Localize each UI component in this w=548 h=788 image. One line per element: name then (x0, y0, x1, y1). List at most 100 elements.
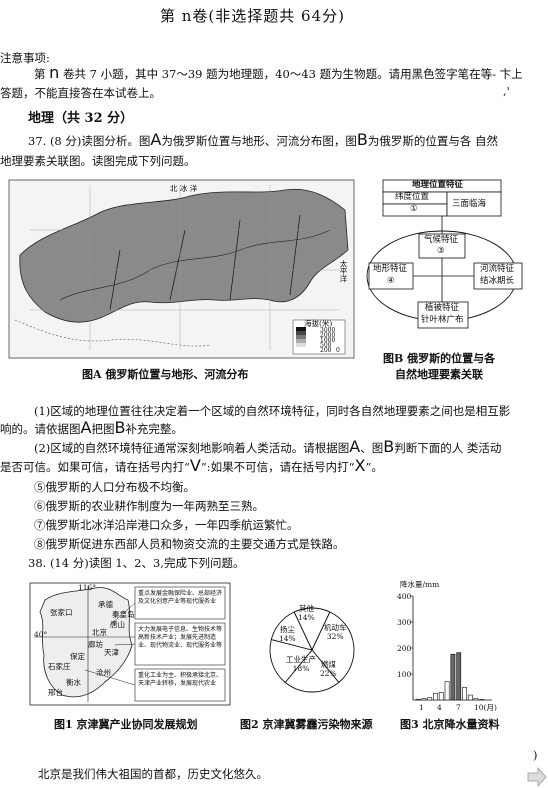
river-label: 河流特征 (480, 264, 515, 274)
precip-bar (438, 692, 444, 701)
blank-3: ③ (437, 246, 445, 256)
q38-intro: 38. (14 分)读图 1、2、3,完成下列问题。 (28, 556, 245, 570)
section-title: 地理（共 32 分） (28, 111, 134, 126)
statement-8: ⑧俄罗斯促进东西部人员和物资交流的主要交通方式是铁路。 (34, 537, 345, 551)
city-label: 保定 (70, 652, 85, 661)
q37-p2-line-1: (2)区域的自然环境特征通常深刻地影响着人类活动。请根据图A、图B判断下面的人 … (34, 437, 502, 456)
x-tick: 1 (419, 703, 424, 712)
precip-bar (421, 698, 427, 701)
legend-value: 500 (320, 342, 332, 349)
y-axis-label: 降水量/mm (400, 580, 440, 589)
longitude-label: 116° (78, 583, 97, 592)
precip-bar (433, 692, 438, 701)
notes-heading: 注意事项: (0, 51, 50, 65)
pie-slice (311, 611, 355, 683)
city-label: 衡水 (66, 678, 81, 687)
legend-value: 200 (320, 347, 332, 354)
plan-box-1: 重点发展金融保险业、总部经济及文化创意产业等现代服务业 (138, 590, 223, 605)
x-tick: 7 (456, 703, 461, 712)
precip-bar (473, 698, 479, 701)
arctic-label: 北 冰 洋 (170, 184, 198, 193)
page-title: 第 n卷(非选择题共 64分) (160, 7, 345, 25)
pie-slice (269, 639, 313, 683)
y-tick: 200 (397, 644, 412, 653)
city-label: 邢台 (48, 688, 63, 697)
figure-3-caption: 图3 北京降水量资料 (400, 718, 500, 731)
precip-bar (467, 694, 473, 701)
legend-value: 2000 (320, 332, 336, 339)
precip-bar (456, 652, 462, 701)
legend-value: 3000 (320, 327, 336, 334)
y-tick: 400 (397, 592, 412, 601)
pie-slice (284, 649, 340, 693)
city-label: 承德 (98, 600, 113, 609)
stray-paren: ) (533, 748, 538, 762)
q37-p2-line-2: 是否可信。如果可信，请在括号内打“V”:如果不可信，请在括号内打“X”。 (0, 456, 383, 475)
blank-4: ④ (387, 276, 395, 286)
precip-bar (427, 697, 433, 701)
statement-7: ⑦俄罗斯北冰洋沿岸港口众多，一年四季航运繁忙。 (34, 518, 299, 532)
plan-box-3: 重化工业为主、积极承接北京、天津产业转移，发展现代农业 (138, 672, 223, 687)
location-title: 地理位置特征 (412, 180, 464, 190)
statement-6: ⑥俄罗斯的农业耕作制度为一年两熟至三熟。 (34, 499, 264, 513)
pacific-label: 太平洋 (339, 260, 348, 283)
figure-b-caption-1: 图B 俄罗斯的位置与各 (383, 352, 496, 365)
figure-1-caption: 图1 京津冀产业协同发展规划 (54, 718, 198, 731)
city-label: 秦皇岛 (112, 610, 135, 619)
precip-bar (415, 698, 421, 701)
vegetation-feature: 针叶林广布 (421, 315, 464, 325)
city-label: 北京 (92, 628, 107, 637)
y-tick: 300 (397, 618, 412, 627)
precip-bar (450, 653, 456, 701)
vegetation-label: 植被特征 (425, 303, 460, 313)
city-label: 沧州 (96, 668, 111, 677)
figure-b-caption-2: 自然地理要素关联 (395, 368, 483, 381)
figure-2-caption: 图2 京津冀雾霾污染物来源 (240, 718, 373, 731)
notes-line-1: 第 n 卷共 7 小题，其中 37～39 题为地理题，40～43 题为生物题。请… (34, 63, 523, 82)
city-label: 廊坊 (88, 640, 103, 649)
city-label: 唐山 (110, 620, 125, 629)
q37-p1-line-2: 响的。请依据图A把图B补充完整。 (0, 418, 183, 437)
precip-bar (444, 681, 450, 701)
city-label: 天津 (104, 648, 119, 657)
plan-box-2: 大力发展电子信息、生物技术等高新技术产业；发展先进制造业、现代物流业、现代服务业… (138, 626, 223, 649)
final-line: 北京是我们伟大祖国的首都，历史文化悠久。 (38, 767, 268, 781)
figure-a-caption: 图A 俄罗斯位置与地形、河流分布 (82, 368, 249, 381)
x-tick: 4 (437, 703, 442, 712)
city-label: 张家口 (50, 608, 73, 617)
sea-label: 三面临海 (452, 199, 487, 209)
y-tick: 100 (397, 670, 412, 679)
russia-landmass (19, 188, 349, 323)
stray-mark: ,' (503, 84, 510, 98)
legend-value: 0 (336, 347, 340, 354)
legend-value: 1000 (320, 337, 336, 344)
q37-line-2: 地理要素关联图。读图完成下列问题。 (0, 154, 196, 168)
pie-slice (270, 611, 313, 651)
x-tick: 10(月) (474, 703, 497, 712)
precip-bar (479, 699, 485, 701)
notes-line-2: 答题，不能直接答在本试卷上。 (0, 86, 161, 100)
blank-1: ① (410, 204, 418, 214)
city-label: 石家庄 (48, 662, 71, 671)
landform-label: 地形特征 (373, 264, 408, 274)
river-feature: 结冰期长 (480, 276, 515, 286)
precip-bar (462, 686, 467, 701)
latitude-40-label: 40° (34, 630, 48, 639)
latitude-label: 纬度位置 (395, 192, 430, 202)
region-outline (39, 587, 133, 698)
q37-line-1: 37. (8 分)读图分析。图A为俄罗斯位置与地形、河流分布图，图B为俄罗斯的位… (28, 130, 498, 149)
statement-5: ⑤俄罗斯的人口分布极不均衡。 (34, 480, 195, 494)
q37-p1-line-1: (1)区域的地理位置往往决定着一个区域的自然环境特征，同时各自然地理要素之间也是… (34, 404, 511, 418)
climate-label: 气候特征 (424, 235, 459, 245)
